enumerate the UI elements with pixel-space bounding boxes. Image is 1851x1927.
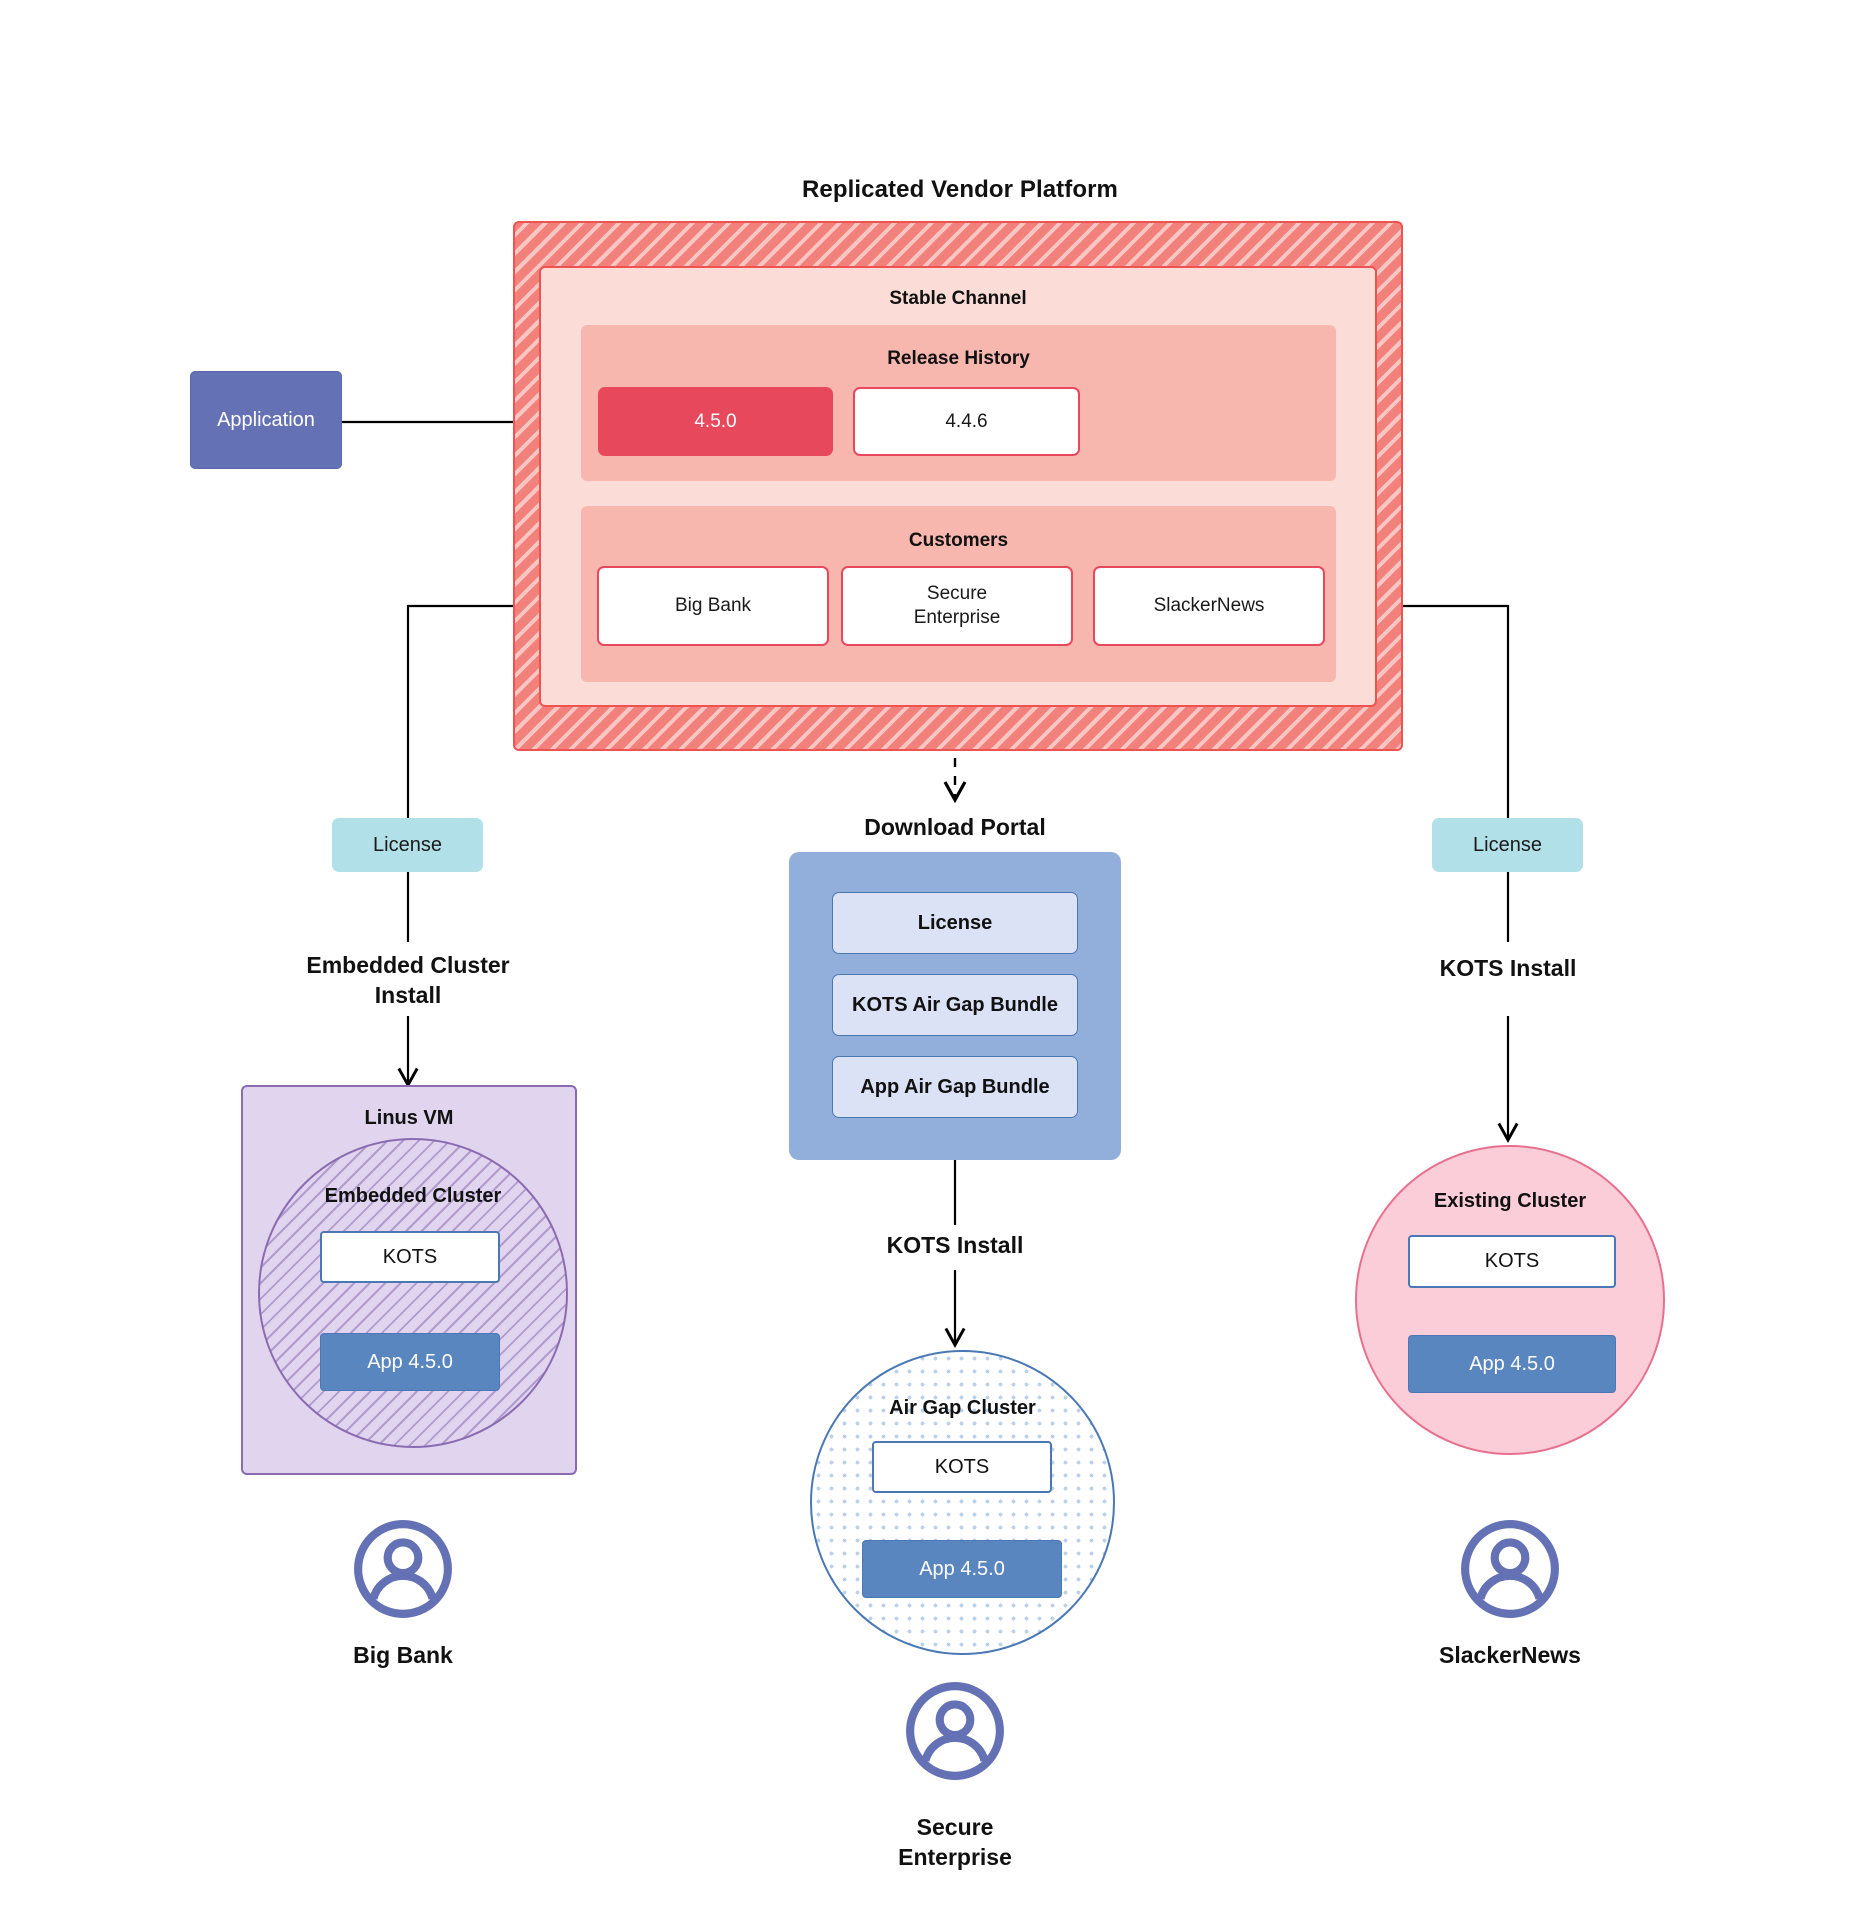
air-gap-cluster-circle (810, 1350, 1115, 1655)
user-avatar-icon (1461, 1520, 1559, 1618)
embedded-cluster-install-label: Embedded Cluster Install (306, 951, 510, 1008)
application-node[interactable]: Application (190, 371, 342, 469)
existing-cluster-label: Existing Cluster (1433, 1189, 1587, 1212)
air-gap-cluster-label: Air Gap Cluster (889, 1396, 1036, 1419)
kots-node-middle[interactable]: KOTS (872, 1441, 1052, 1493)
user-avatar-icon (906, 1682, 1004, 1780)
kots-install-label-right: KOTS Install (1439, 954, 1577, 981)
kots-node-right[interactable]: KOTS (1408, 1235, 1616, 1288)
release-item-current[interactable]: 4.5.0 (598, 387, 833, 456)
portal-item-app-air-gap-bundle[interactable]: App Air Gap Bundle (832, 1056, 1078, 1118)
embedded-cluster-circle (258, 1138, 568, 1448)
app-node-middle[interactable]: App 4.5.0 (862, 1540, 1062, 1598)
page-title: Replicated Vendor Platform (801, 176, 1118, 203)
persona-label-secure-enterprise: Secure Enterprise (898, 1814, 1012, 1871)
customer-item-secure-enterprise[interactable]: Secure Enterprise (841, 566, 1073, 646)
customer-item-big-bank[interactable]: Big Bank (597, 566, 829, 646)
user-avatar-icon (354, 1520, 452, 1618)
persona-label-slackernews: SlackerNews (1439, 1641, 1581, 1668)
app-node-left[interactable]: App 4.5.0 (320, 1333, 500, 1391)
avatar-secure-enterprise (904, 1680, 1006, 1782)
license-node-right[interactable]: License (1432, 818, 1583, 872)
kots-node-left[interactable]: KOTS (320, 1231, 500, 1283)
customers-label: Customers (908, 530, 1009, 552)
release-item-previous[interactable]: 4.4.6 (853, 387, 1080, 456)
stable-channel-label: Stable Channel (889, 288, 1027, 310)
portal-item-kots-air-gap-bundle[interactable]: KOTS Air Gap Bundle (832, 974, 1078, 1036)
download-portal-label: Download Portal (864, 813, 1046, 840)
release-history-label: Release History (887, 348, 1030, 370)
license-node-left[interactable]: License (332, 818, 483, 872)
kots-install-label-middle: KOTS Install (886, 1231, 1024, 1258)
avatar-slackernews (1459, 1518, 1561, 1620)
portal-item-license[interactable]: License (832, 892, 1078, 954)
app-node-right[interactable]: App 4.5.0 (1408, 1335, 1616, 1393)
customer-item-slackernews[interactable]: SlackerNews (1093, 566, 1325, 646)
embedded-cluster-label: Embedded Cluster (324, 1184, 502, 1207)
avatar-big-bank (352, 1518, 454, 1620)
existing-cluster-circle (1355, 1145, 1665, 1455)
persona-label-big-bank: Big Bank (353, 1641, 453, 1668)
linux-vm-label: Linus VM (364, 1106, 454, 1129)
